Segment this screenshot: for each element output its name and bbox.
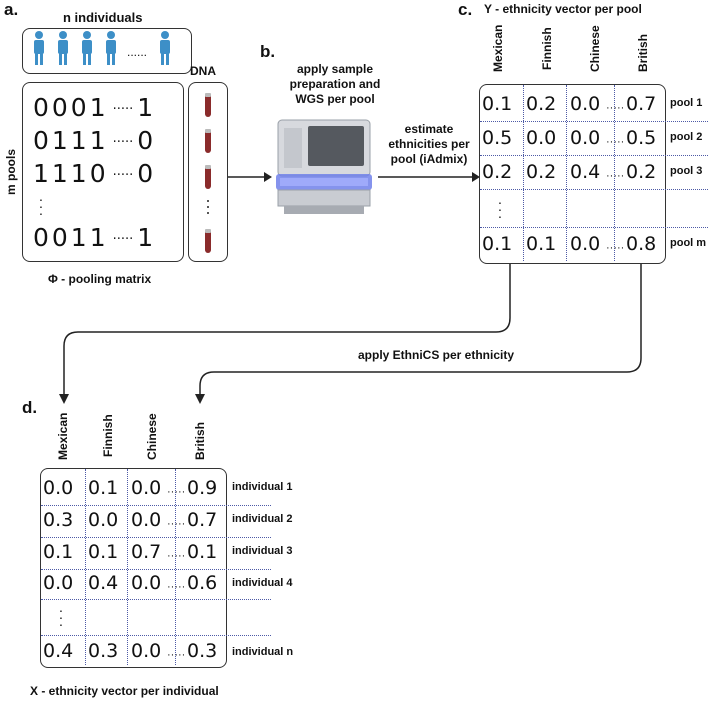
individual-cell: 0.0	[43, 477, 74, 499]
panel-b-caption: apply sample preparation and WGS per poo…	[289, 62, 381, 106]
dna-tube-icon	[205, 129, 211, 153]
pool-cell: 0.0	[526, 127, 557, 149]
matrix-row: 0011·····1	[33, 223, 157, 252]
person-dots: ......	[127, 45, 148, 59]
dna-box	[188, 82, 228, 262]
panel-c-title: Y - ethnicity vector per pool	[484, 2, 642, 16]
dna-label: DNA	[190, 64, 216, 78]
col-header-mexican: Mexican	[491, 24, 505, 72]
matrix-vertical-dots: ···	[38, 191, 44, 221]
person-icon	[58, 31, 68, 65]
individual-cell: 0.4	[88, 572, 119, 594]
col-header-british: British	[636, 33, 650, 72]
pool-cell: 0.2	[482, 161, 513, 183]
individual-row-label: individual 4	[232, 577, 293, 589]
dna-tubes	[205, 93, 211, 253]
panel-a-label: a.	[4, 0, 19, 19]
pool-cell: 0.2	[626, 161, 657, 183]
matrix-row: 1110·····0	[33, 159, 157, 188]
pool-cell: 0.0	[570, 93, 601, 115]
individual-row-label: individual 1	[232, 481, 293, 493]
individual-cell: 0.1	[187, 541, 218, 563]
arrow-a-to-b	[228, 172, 272, 182]
individuals-icons	[34, 31, 170, 65]
individual-cell: 0.0	[131, 477, 162, 499]
col-header-finnish: Finnish	[101, 414, 115, 457]
individual-cell: 0.3	[43, 509, 74, 531]
connector-label: apply EthniCS per ethnicity	[358, 348, 515, 362]
individual-row-label: individual n	[232, 646, 294, 658]
individual-cell: 0.1	[88, 541, 119, 563]
panel-c-label: c.	[458, 0, 473, 19]
pool-cell: 0.7	[626, 93, 657, 115]
individual-row-label: individual 2	[232, 513, 293, 525]
pools-label: m pools	[4, 148, 18, 195]
individual-cell: 0.4	[43, 640, 74, 662]
pool-cell: 0.5	[626, 127, 657, 149]
individual-row-label: individual 3	[232, 545, 293, 557]
individual-cell: 0.6	[187, 572, 218, 594]
col-header-british: British	[193, 421, 207, 460]
col-header-chinese: Chinese	[145, 413, 159, 460]
individual-cell: 0.7	[187, 509, 218, 531]
individuals-title: n individuals	[63, 10, 143, 25]
individual-cell: 0.9	[187, 477, 218, 499]
individual-ethnicity-grid: 0.0 0.1 0.0 0.9 0.3 0.0 0.0 0.7 0.1 0.1 …	[40, 468, 271, 668]
pool-cell: 0.1	[482, 233, 513, 255]
pool-cell: 0.2	[526, 161, 557, 183]
pool-cell: 0.1	[482, 93, 513, 115]
individual-cell: 0.0	[131, 509, 162, 531]
panel-b-label: b.	[260, 42, 276, 61]
pool-row-label: pool 3	[670, 165, 703, 177]
person-icon	[160, 31, 170, 65]
pool-cell: 0.1	[526, 233, 557, 255]
matrix-row: 0111·····0	[33, 126, 157, 155]
pooling-matrix: 0001·····1 0111·····0 1110·····0 ··· 001…	[22, 82, 184, 262]
individual-cell: 0.1	[43, 541, 74, 563]
sequencer-machine-icon	[276, 119, 372, 214]
panel-d-label: d.	[22, 398, 38, 417]
pool-cell: 0.2	[526, 93, 557, 115]
person-icon	[82, 31, 92, 65]
individual-cell: 0.3	[187, 640, 218, 662]
individual-cell: 0.0	[43, 572, 74, 594]
person-icon	[34, 31, 44, 65]
pool-row-label: pool 1	[670, 97, 703, 109]
tube-vertical-dots	[207, 200, 209, 214]
estimate-caption: estimate ethnicities per pool (iAdmix)	[388, 122, 470, 166]
col-header-mexican: Mexican	[56, 412, 70, 460]
ethnics-connector-arrows	[59, 264, 642, 404]
individual-cell: 0.3	[88, 640, 119, 662]
individual-cell: 0.0	[88, 509, 119, 531]
panel-d-title: X - ethnicity vector per individual	[30, 684, 219, 698]
pool-cell: 0.4	[570, 161, 601, 183]
dna-tube-icon	[205, 229, 211, 253]
individual-cell: 0.1	[88, 477, 119, 499]
col-header-finnish: Finnish	[540, 27, 554, 70]
individual-vertical-dots: ···	[58, 602, 64, 632]
matrix-row: 0001·····1	[33, 93, 157, 122]
pool-row-label: pool m	[670, 237, 707, 249]
individual-cell: 0.0	[131, 572, 162, 594]
matrix-caption: Φ - pooling matrix	[48, 272, 152, 286]
dna-tube-icon	[205, 165, 211, 189]
pool-cell: 0.0	[570, 233, 601, 255]
col-header-chinese: Chinese	[588, 25, 602, 72]
pool-cell: 0.0	[570, 127, 601, 149]
pool-cell: 0.8	[626, 233, 657, 255]
individual-cell: 0.7	[131, 541, 162, 563]
individual-cell: 0.0	[131, 640, 162, 662]
arrow-b-to-c	[378, 172, 480, 182]
pool-vertical-dots: ···	[497, 194, 503, 224]
pool-cell: 0.5	[482, 127, 513, 149]
individuals-box: ......	[22, 28, 192, 74]
pool-row-label: pool 2	[670, 131, 703, 143]
person-icon	[106, 31, 116, 65]
dna-tube-icon	[205, 93, 211, 117]
pool-ethnicity-grid: 0.1 0.2 0.0 0.7 0.5 0.0 0.0 0.5 0.2 0.2 …	[479, 84, 709, 264]
